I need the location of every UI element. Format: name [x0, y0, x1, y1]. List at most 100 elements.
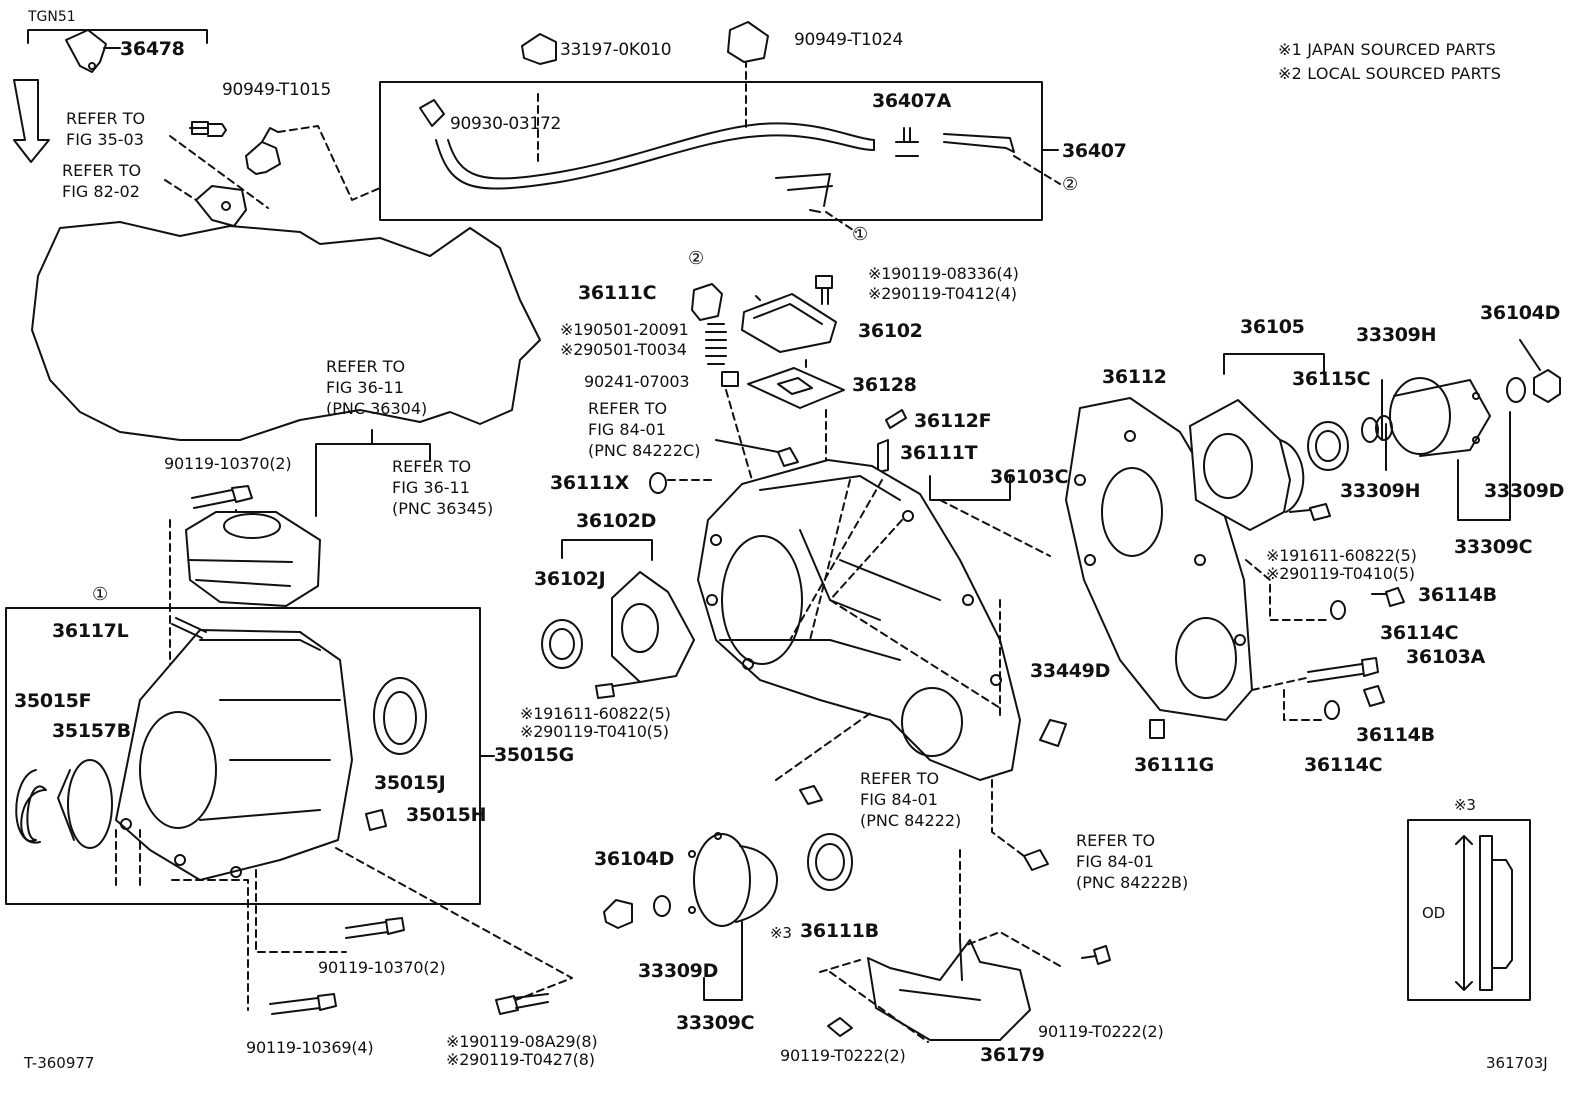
bolt-upper-left	[189, 121, 227, 137]
part-36102J[interactable]: 36102J	[534, 568, 606, 590]
refer-fig-36-11-36304[interactable]: REFER TO FIG 36-11 (PNC 36304)	[326, 357, 428, 418]
refer-fig-35-03[interactable]: REFER TO FIG 35-03	[66, 109, 146, 149]
part-36128[interactable]: 36128	[852, 374, 917, 396]
part-36117L[interactable]: 36117L	[52, 620, 129, 642]
pin-36117L-drawing	[171, 617, 207, 639]
part-35015H[interactable]: 35015H	[406, 804, 487, 826]
part-36103A[interactable]: 36103A	[1406, 646, 1486, 668]
od-label: OD	[1422, 904, 1445, 922]
part-90241-07003[interactable]: 90241-07003	[584, 372, 690, 391]
part-33449D[interactable]: 33449D	[1030, 660, 1111, 682]
callout-two-top: ②	[1062, 174, 1078, 195]
sensor-84222B-drawing	[1023, 849, 1049, 871]
plug-36111C-drawing	[691, 283, 723, 321]
part-36407[interactable]: 36407	[1062, 140, 1127, 162]
plug-36114B-a-drawing	[1371, 587, 1405, 607]
part-36114C-a[interactable]: 36114C	[1380, 622, 1459, 644]
note-local-sourced: ※2 LOCAL SOURCED PARTS	[1278, 64, 1502, 83]
part-33197-0K010[interactable]: 33197-0K010	[560, 40, 672, 60]
plug-36114B-b-drawing	[1363, 685, 1385, 707]
part-36104D-a[interactable]: 36104D	[594, 848, 675, 870]
part-90930-03172[interactable]: 90930-03172	[450, 114, 561, 134]
pin-36111G-drawing	[1149, 719, 1165, 739]
part-36115C[interactable]: 36115C	[1292, 368, 1371, 390]
washer-33309H-drawing	[1361, 415, 1393, 443]
part-90501-T0034[interactable]: ※290501-T0034	[560, 340, 687, 359]
part-36111T[interactable]: 36111T	[900, 442, 978, 464]
part-36114B-a[interactable]: 36114B	[1418, 584, 1497, 606]
part-90119-08A29[interactable]: ※190119-08A29(8)	[446, 1032, 598, 1051]
part-90949-T1024[interactable]: 90949-T1024	[794, 30, 904, 50]
spring-drawing	[705, 323, 727, 365]
sensor-84222-drawing	[799, 785, 823, 805]
washer-33309D-b-drawing	[1506, 377, 1526, 403]
part-36111B[interactable]: 36111B	[800, 920, 879, 942]
part-36179[interactable]: 36179	[980, 1044, 1045, 1066]
washer-33309D-a-drawing	[653, 895, 671, 917]
nut-36104D-b-drawing	[1533, 369, 1561, 403]
part-35015G[interactable]: 35015G	[494, 744, 574, 766]
part-35157B[interactable]: 35157B	[52, 720, 131, 742]
callout-two-center: ②	[688, 248, 704, 269]
snap-ring-35015F-drawing	[15, 769, 47, 844]
part-90119-10370-b[interactable]: 90119-10370(2)	[318, 958, 446, 977]
sensor-84222C-drawing	[777, 447, 799, 467]
part-36111G[interactable]: 36111G	[1134, 754, 1214, 776]
rear-cover-36102D-drawing	[611, 571, 695, 683]
refer-fig-84-01-84222B[interactable]: REFER TO FIG 84-01 (PNC 84222B)	[1076, 831, 1189, 892]
part-36407A[interactable]: 36407A	[872, 90, 952, 112]
clip-90949-T1015-drawing	[245, 127, 281, 175]
part-36104D-b[interactable]: 36104D	[1480, 302, 1561, 324]
part-36114C-b[interactable]: 36114C	[1304, 754, 1383, 776]
pin-36111T-drawing	[877, 439, 889, 473]
refer-fig-84-01-84222C[interactable]: REFER TO FIG 84-01 (PNC 84222C)	[588, 399, 701, 460]
part-90119-T0410-b[interactable]: ※290119-T0410(5)	[1266, 564, 1415, 583]
part-36112[interactable]: 36112	[1102, 366, 1167, 388]
part-36103C[interactable]: 36103C	[990, 466, 1069, 488]
adapter-36304-drawing	[185, 511, 321, 607]
part-90119-T0427[interactable]: ※290119-T0427(8)	[446, 1050, 595, 1069]
part-90949-T1015[interactable]: 90949-T1015	[222, 80, 332, 100]
refer-fig-36-11-36345[interactable]: REFER TO FIG 36-11 (PNC 36345)	[392, 457, 494, 518]
part-35015F[interactable]: 35015F	[14, 690, 92, 712]
part-33309C-b[interactable]: 33309C	[1454, 536, 1533, 558]
figure-id-right: 361703J	[1486, 1054, 1548, 1072]
direction-arrow	[13, 79, 50, 163]
part-35015J[interactable]: 35015J	[374, 772, 446, 794]
part-33309D-b[interactable]: 33309D	[1484, 480, 1565, 502]
part-36105[interactable]: 36105	[1240, 316, 1305, 338]
part-90119-T0412[interactable]: ※290119-T0412(4)	[868, 284, 1017, 303]
part-36102D[interactable]: 36102D	[576, 510, 657, 532]
part-36114B-b[interactable]: 36114B	[1356, 724, 1435, 746]
part-91611-60822-a[interactable]: ※191611-60822(5)	[520, 704, 671, 723]
bolt-90119-T0222-b-drawing	[1081, 945, 1111, 965]
seal-36115C-drawing	[1307, 421, 1349, 471]
part-90119-10370-a[interactable]: 90119-10370(2)	[164, 454, 292, 473]
part-90119-T0222-b[interactable]: 90119-T0222(2)	[1038, 1022, 1164, 1041]
part-33309H-a[interactable]: 33309H	[1356, 324, 1437, 346]
part-90119-T0410-a[interactable]: ※290119-T0410(5)	[520, 722, 669, 741]
part-90119-10369[interactable]: 90119-10369(4)	[246, 1038, 374, 1057]
refer-fig-82-02[interactable]: REFER TO FIG 82-02	[62, 161, 142, 201]
flange-33309C-b-drawing	[1389, 377, 1491, 457]
part-33309D-a[interactable]: 33309D	[638, 960, 719, 982]
model-label: TGN51	[28, 9, 76, 25]
part-33309C-a[interactable]: 33309C	[676, 1012, 755, 1034]
extension-housing-drawing	[115, 629, 353, 881]
part-90119-08336[interactable]: ※190119-08336(4)	[868, 264, 1019, 283]
refer-fig-84-01-84222[interactable]: REFER TO FIG 84-01 (PNC 84222)	[860, 769, 962, 830]
part-36111X[interactable]: 36111X	[550, 472, 629, 494]
part-36111C[interactable]: 36111C	[578, 282, 657, 304]
retainer-36105-drawing	[1189, 399, 1305, 531]
part-36112F[interactable]: 36112F	[914, 410, 992, 432]
part-90501-20091[interactable]: ※190501-20091	[560, 320, 689, 339]
bolt-91611-60822-b-drawing	[1289, 503, 1331, 521]
part-91611-60822-b[interactable]: ※191611-60822(5)	[1266, 546, 1417, 565]
part-36102[interactable]: 36102	[858, 320, 923, 342]
part-33309H-b[interactable]: 33309H	[1340, 480, 1421, 502]
part-36478[interactable]: 36478	[120, 38, 185, 60]
cover-36102-drawing	[741, 293, 837, 353]
bolt-90119-10370-drawing	[191, 485, 253, 509]
part-90119-T0222-a[interactable]: 90119-T0222(2)	[780, 1046, 906, 1065]
